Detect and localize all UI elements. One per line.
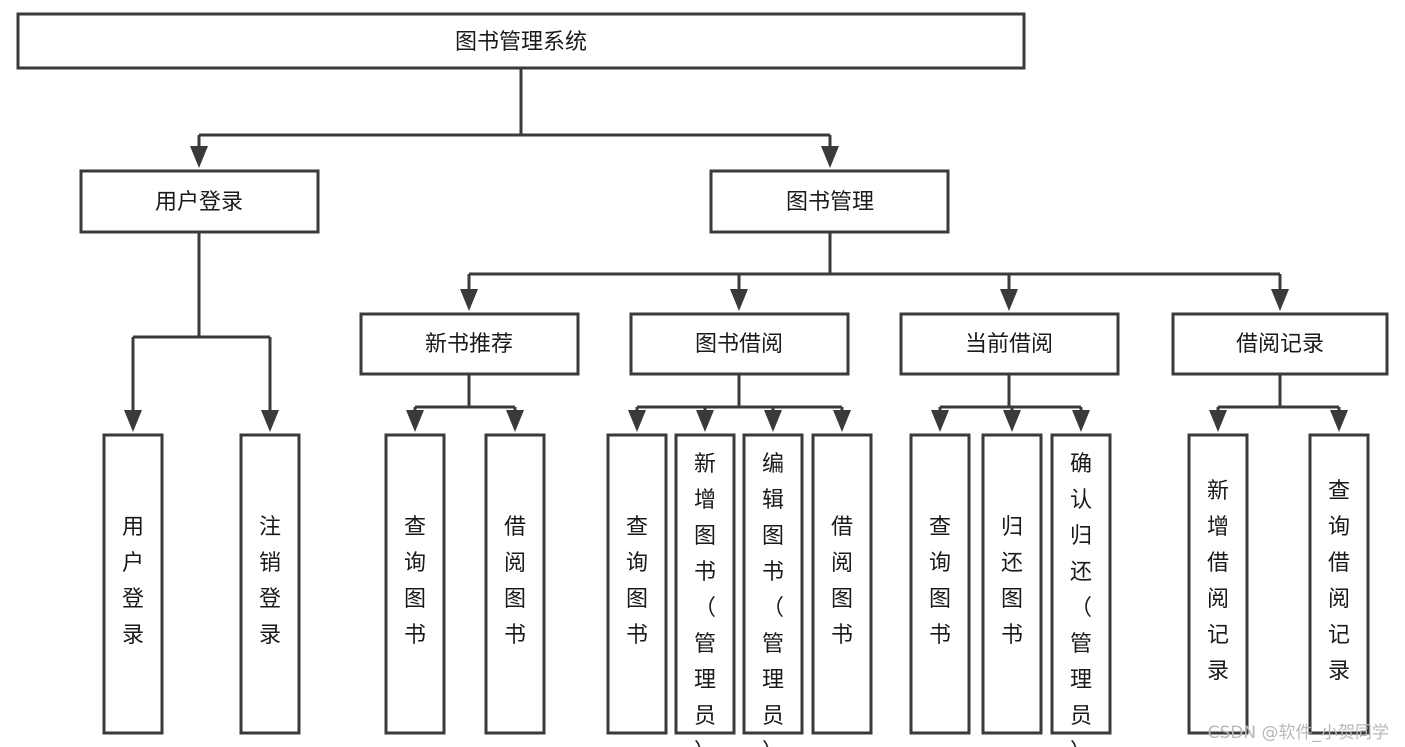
arrowhead-bb-leaf2 [696,410,714,432]
leaf-node-borrow-book-nbr[interactable]: 借阅图书 [484,433,546,735]
arrowhead-nbr-leaf1 [406,410,424,432]
node-new-book-recommend[interactable]: 新书推荐 [359,312,580,376]
leaf-node-add-borrow-record-box [1187,433,1249,735]
node-book-management[interactable]: 图书管理 [709,169,950,234]
arrowhead-nbr-leaf2 [506,410,524,432]
arrowhead-cb-leaf2 [1003,410,1021,432]
node-borrow-record-label: 借阅记录 [1236,332,1324,357]
arrowhead-current-borrow [1000,289,1018,311]
leaf-node-borrow-book-nbr-label: 借阅图书 [504,515,526,648]
leaf-node-edit-book-admin-box [742,433,804,735]
leaf-node-edit-book-admin-label: 编辑图书（管理员） [762,452,784,747]
leaf-node-query-book-bb-label: 查询图书 [626,515,648,648]
arrowhead-user-login [190,146,208,168]
leaf-node-query-book-nbr[interactable]: 查询图书 [384,433,446,735]
node-current-borrow-label: 当前借阅 [965,332,1053,357]
node-book-borrow[interactable]: 图书借阅 [629,312,850,376]
leaf-node-query-book-bb[interactable]: 查询图书 [606,433,668,735]
leaf-node-logout[interactable]: 注销登录 [239,433,301,735]
node-new-book-recommend-box [359,312,580,376]
leaf-node-edit-book-admin[interactable]: 编辑图书（管理员） [742,433,804,747]
leaf-node-query-book-nbr-box [384,433,446,735]
node-borrow-record[interactable]: 借阅记录 [1171,312,1389,376]
node-user-login-label: 用户登录 [155,190,243,215]
leaf-node-return-book-label: 归还图书 [1001,515,1023,648]
arrowhead-leaf-user-login [124,410,142,432]
arrowhead-br-leaf1 [1209,410,1227,432]
leaf-node-add-borrow-record[interactable]: 新增借阅记录 [1187,433,1249,735]
arrowhead-leaf-logout [261,410,279,432]
leaf-node-return-book[interactable]: 归还图书 [981,433,1043,735]
arrowhead-bb-leaf4 [833,410,851,432]
arrowhead-cb-leaf3 [1072,410,1090,432]
leaf-node-query-book-cb-label: 查询图书 [929,515,951,648]
leaf-node-borrow-book-bb-label: 借阅图书 [831,515,853,648]
leaf-node-logout-label: 注销登录 [259,515,281,648]
node-user-login[interactable]: 用户登录 [79,169,320,234]
arrowhead-br-leaf2 [1330,410,1348,432]
node-book-borrow-box [629,312,850,376]
arrowhead-borrow-record [1271,289,1289,311]
leaf-node-borrow-book-bb-box [811,433,873,735]
leaf-node-query-borrow-record[interactable]: 查询借阅记录 [1308,433,1370,735]
node-book-management-box [709,169,950,234]
node-book-management-label: 图书管理 [786,190,874,215]
leaf-node-query-book-nbr-label: 查询图书 [404,515,426,648]
node-root-box [16,12,1026,70]
arrowhead-bb-leaf1 [628,410,646,432]
leaf-node-query-book-cb[interactable]: 查询图书 [909,433,971,735]
leaf-node-query-borrow-record-box [1308,433,1370,735]
node-borrow-record-box [1171,312,1389,376]
leaf-node-user-login[interactable]: 用户登录 [102,433,164,735]
node-user-login-box [79,169,320,234]
node-book-borrow-label: 图书借阅 [695,332,783,357]
leaf-node-query-book-bb-box [606,433,668,735]
node-new-book-recommend-label: 新书推荐 [425,332,513,357]
leaf-node-add-book-admin[interactable]: 新增图书（管理员） [674,433,736,747]
arrowhead-book-manage [821,146,839,168]
arrowhead-new-book-rec [460,289,478,311]
arrowhead-book-borrow [730,289,748,311]
leaf-node-query-borrow-record-label: 查询借阅记录 [1328,479,1350,684]
leaf-node-confirm-return-admin-box [1050,433,1112,735]
leaf-node-add-borrow-record-label: 新增借阅记录 [1207,479,1229,684]
node-current-borrow[interactable]: 当前借阅 [899,312,1120,376]
leaf-node-user-login-label: 用户登录 [122,515,144,648]
leaf-node-logout-box [239,433,301,735]
leaf-node-add-book-admin-box [674,433,736,735]
arrowhead-cb-leaf1 [931,410,949,432]
leaf-node-confirm-return-admin[interactable]: 确认归还（管理员） [1050,433,1112,747]
connector-layer [124,68,1348,432]
leaf-node-query-book-cb-box [909,433,971,735]
node-root-book-management-system[interactable]: 图书管理系统 [16,12,1026,70]
leaf-node-user-login-box [102,433,164,735]
arrowhead-bb-leaf3 [764,410,782,432]
leaf-node-add-book-admin-label: 新增图书（管理员） [694,452,716,747]
leaf-node-confirm-return-admin-label: 确认归还（管理员） [1070,452,1092,747]
node-current-borrow-box [899,312,1120,376]
leaf-node-borrow-book-bb[interactable]: 借阅图书 [811,433,873,735]
leaf-node-return-book-box [981,433,1043,735]
node-root-label: 图书管理系统 [455,30,587,55]
leaf-node-borrow-book-nbr-box [484,433,546,735]
